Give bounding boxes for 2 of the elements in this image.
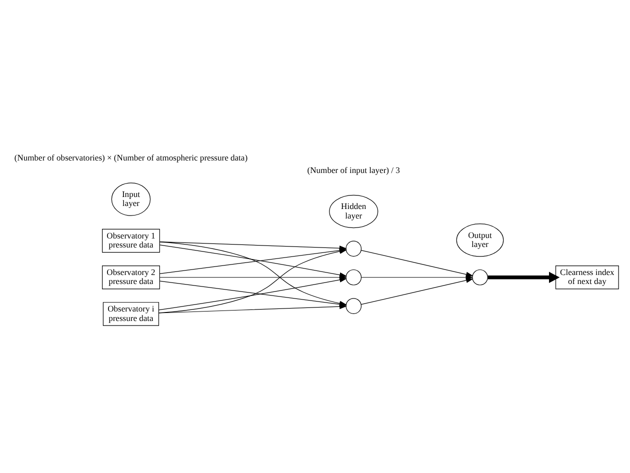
label: (Number of observatories) × (Number of atmospheric pressure data) [14,152,248,163]
label: (Number of input layer) / 3 [307,164,400,175]
